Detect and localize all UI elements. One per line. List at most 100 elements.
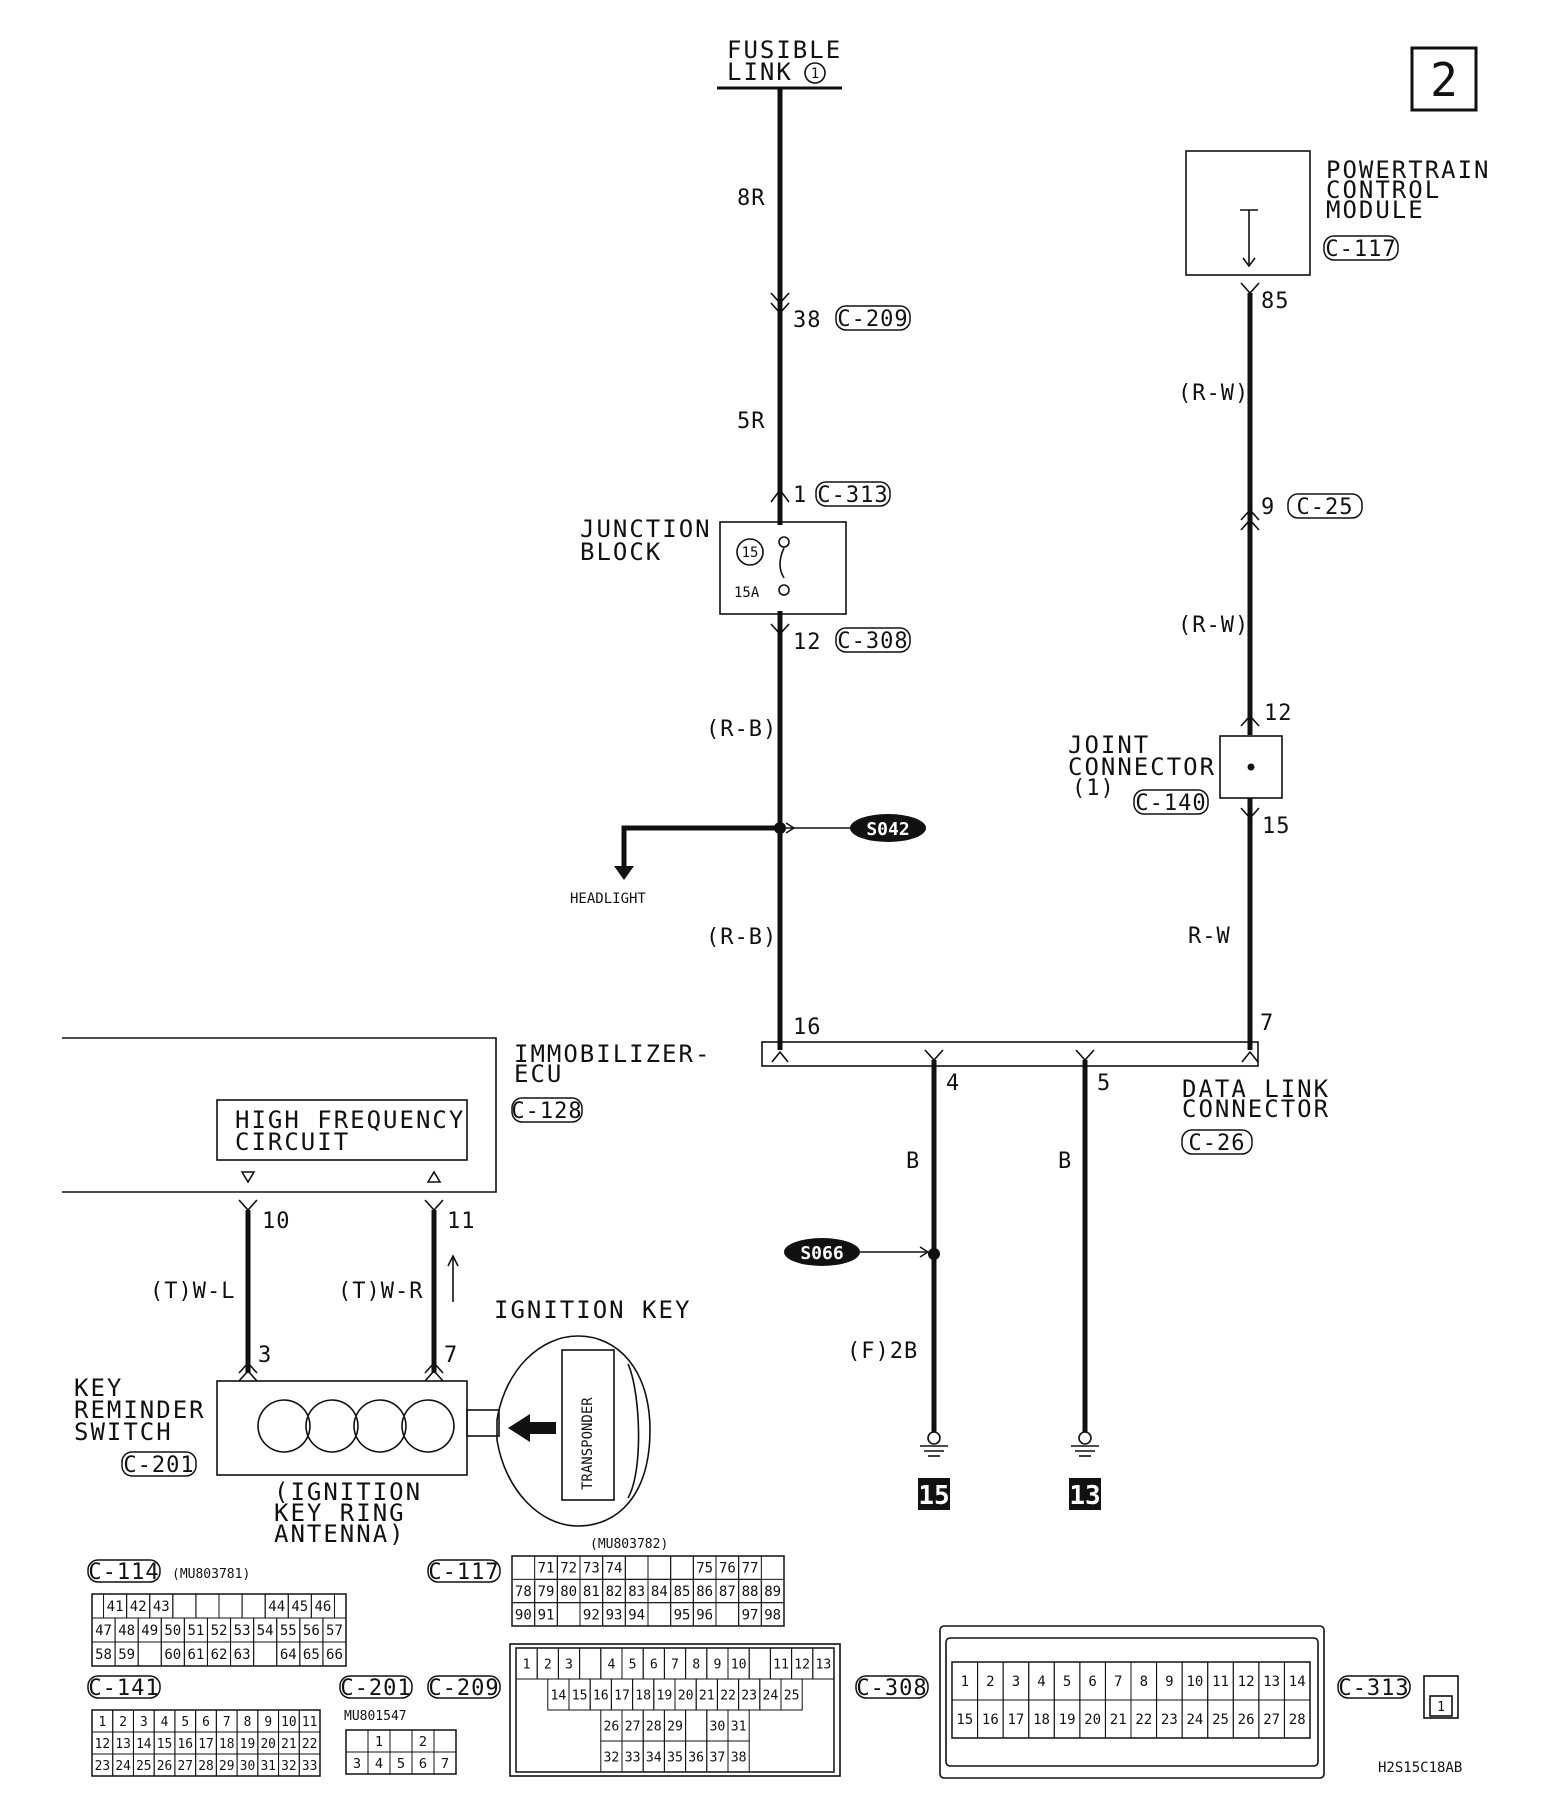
c209-pin-number: 15 — [572, 1689, 588, 1704]
c209-pin-number: 33 — [625, 1751, 641, 1766]
junction-block-label: JUNCTION — [580, 515, 712, 543]
c308-pin-number: 6 — [1088, 1674, 1096, 1690]
c141-pin-number: 21 — [281, 1737, 296, 1752]
c308-pin-number: 11 — [1212, 1674, 1229, 1690]
c209-pin-number: 36 — [688, 1751, 704, 1766]
c209-pin-number: 6 — [650, 1658, 658, 1673]
c209-pin-number: 10 — [731, 1658, 747, 1673]
connector-mark-pcm — [1240, 282, 1260, 295]
c209-pin-number: 35 — [667, 1751, 683, 1766]
c308-pin-number: 24 — [1186, 1712, 1203, 1728]
c141-pin-number: 19 — [240, 1737, 255, 1752]
c117-pin-number: 84 — [651, 1584, 668, 1600]
connector-face-label-c201: C-201 — [339, 1675, 413, 1701]
splice-s066-label: S066 — [800, 1243, 843, 1264]
c201-pin-number: 6 — [419, 1756, 427, 1772]
c141-pin-number: 10 — [281, 1715, 296, 1730]
svg-text:C-313: C-313 — [817, 483, 888, 508]
connector-mark-pin11 — [424, 1199, 444, 1212]
wire-label-rw-1: (R-W) — [1178, 381, 1249, 406]
wire-label-twl: (T)W-L — [150, 1279, 235, 1304]
wire-label-8r: 8R — [737, 186, 766, 211]
c209-pin-cell — [579, 1647, 602, 1680]
c141-pin-number: 5 — [181, 1715, 189, 1730]
dlc-pin-4: 4 — [946, 1071, 960, 1096]
c114-pin-number: 51 — [187, 1623, 204, 1639]
connector-ref-c140: C-140 — [1133, 789, 1209, 816]
c209-pin-number: 8 — [692, 1658, 700, 1673]
wire-label-b5: B — [1058, 1149, 1072, 1174]
fuse-number-circle — [736, 538, 764, 566]
fusible-link-label: FUSIBLE — [727, 36, 842, 64]
c114-pin-number: 58 — [95, 1647, 112, 1663]
connector-ref-c308: C-308 — [835, 627, 911, 654]
dlc-label-2: CONNECTOR — [1182, 1095, 1330, 1123]
antenna-label: (IGNITION — [274, 1478, 422, 1506]
c117-pin-number: 77 — [742, 1561, 759, 1577]
c141-pin-number: 28 — [198, 1759, 213, 1774]
c308-pin-number: 3 — [1012, 1674, 1020, 1690]
c201-part-number: MU801547 — [344, 1709, 407, 1724]
c114-pin-number: 50 — [164, 1623, 181, 1639]
c117-pin-cell — [760, 1602, 785, 1627]
ground-symbol-15 — [920, 1431, 948, 1457]
page-number-box — [1410, 46, 1478, 112]
c141-pin-number: 11 — [302, 1715, 317, 1730]
c209-pin-number: 30 — [709, 1720, 725, 1735]
c209-pin-number: 12 — [794, 1658, 810, 1673]
pin-85: 85 — [1261, 289, 1290, 314]
c141-pin-number: 32 — [281, 1759, 296, 1774]
c308-pin-number: 27 — [1263, 1712, 1280, 1728]
c209-pin-number: 1 — [523, 1658, 531, 1673]
c201-pin-number: 1 — [375, 1734, 383, 1750]
c114-pin-number: 46 — [314, 1599, 331, 1615]
ground-15-badge — [918, 1478, 950, 1510]
c201-pin-number: 5 — [397, 1756, 405, 1772]
svg-text:C-201: C-201 — [123, 1453, 194, 1478]
c201-pin-number: 7 — [441, 1756, 449, 1772]
c209-pin-number: 21 — [699, 1689, 715, 1704]
ground-13-badge — [1069, 1478, 1101, 1510]
connector-ref-c25: C-25 — [1287, 493, 1363, 520]
splice-pointer-arrow-icon — [785, 822, 796, 834]
c114-pin-number: 54 — [257, 1623, 274, 1639]
c114-pin-cell — [322, 1641, 347, 1667]
c141-pin-cell — [298, 1753, 321, 1777]
c114-pin-number: 59 — [118, 1647, 135, 1663]
connector-mark-pin10 — [238, 1199, 258, 1212]
c117-pin-number: 87 — [719, 1584, 736, 1600]
c141-pin-number: 4 — [161, 1715, 169, 1730]
fuse-terminal-top — [778, 536, 790, 548]
c117-pin-number: 89 — [764, 1584, 781, 1600]
c308-pin-number: 21 — [1110, 1712, 1127, 1728]
c209-pin-number: 18 — [635, 1689, 651, 1704]
c141-pin-number: 31 — [260, 1759, 275, 1774]
c117-pin-number: 82 — [606, 1584, 623, 1600]
ecu-pin-11: 11 — [447, 1209, 476, 1234]
c209-pin-number: 22 — [720, 1689, 736, 1704]
splice-s066-badge — [784, 1238, 860, 1266]
c209-pin-number: 11 — [773, 1658, 789, 1673]
c117-pin-number: 81 — [583, 1584, 600, 1600]
pcm-box — [1185, 150, 1311, 276]
svg-text:C-25: C-25 — [1297, 495, 1354, 520]
c209-pin-number: 29 — [667, 1720, 683, 1735]
dlc-pin4-mark — [924, 1049, 944, 1062]
connector-mark-pin7 — [424, 1361, 444, 1382]
c114-pin-number: 48 — [118, 1623, 135, 1639]
switch-pin-3: 3 — [258, 1343, 272, 1368]
c114-pin-cell — [137, 1641, 162, 1667]
c114-pin-number: 62 — [211, 1647, 228, 1663]
c141-pin-number: 8 — [244, 1715, 252, 1730]
c141-pin-number: 23 — [95, 1759, 110, 1774]
svg-text:C-114: C-114 — [88, 1560, 159, 1585]
key-blade-stub — [466, 1409, 500, 1437]
c114-pin-number: 44 — [268, 1599, 285, 1615]
wire-label-rb-1: (R-B) — [706, 717, 777, 742]
c114-pin-number: 56 — [303, 1623, 320, 1639]
splice-s066-dot — [928, 1248, 940, 1260]
c114-pin-number: 52 — [211, 1623, 228, 1639]
